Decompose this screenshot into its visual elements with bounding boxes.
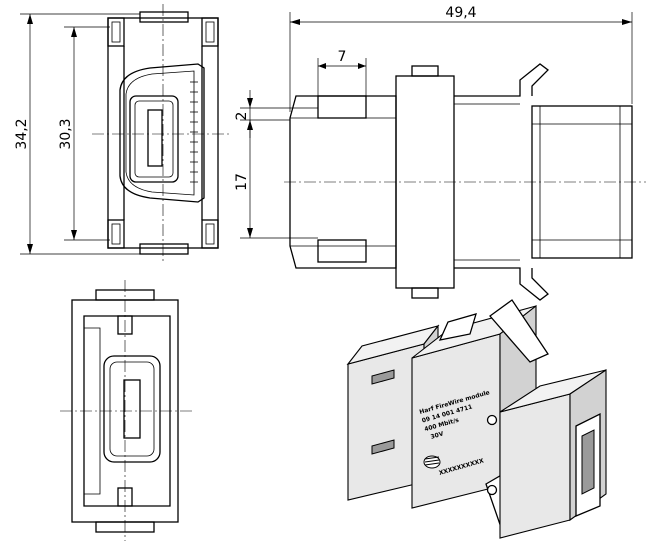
- front-view: [92, 4, 232, 262]
- harting-logo-icon: [423, 455, 441, 469]
- front-view-dimensions: 34,2 30,3: [14, 13, 140, 255]
- side-view-dimensions: 49,4 7 2 17: [234, 5, 633, 239]
- tab-height-label: 2: [234, 112, 250, 121]
- overall-height-label: 34,2: [14, 118, 30, 149]
- side-view: [284, 63, 646, 301]
- overall-length-label: 49,4: [445, 5, 476, 21]
- body-height-label: 17: [234, 173, 250, 191]
- inner-height-label: 30,3: [58, 118, 74, 149]
- isometric-view: Harf FireWire module 09 14 001 4711 400 …: [346, 299, 607, 539]
- back-view: [60, 280, 192, 541]
- module-label-line4: 30V: [430, 430, 445, 440]
- tab-width-label: 7: [338, 49, 347, 65]
